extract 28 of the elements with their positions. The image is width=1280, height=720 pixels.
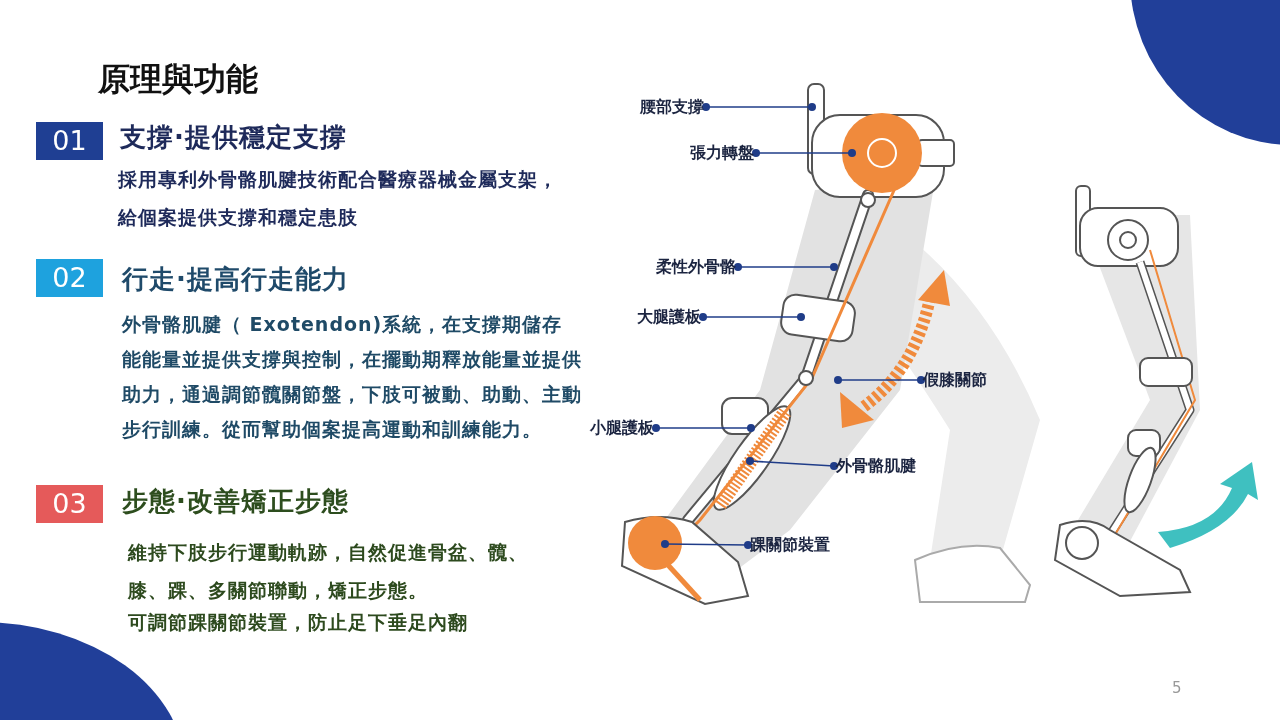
leader-line — [702, 103, 816, 111]
body-text: 採用專利外骨骼肌腱技術配合醫療器械金屬支架，給個案提供支撐和穩定患肢 — [118, 167, 558, 230]
section-heading: 步態·改善矯正步態 — [122, 485, 350, 518]
section-heading: 支撐·提供穩定支撐 — [120, 121, 348, 154]
leader-line — [699, 313, 805, 321]
leader-line — [652, 424, 755, 432]
leader-line — [661, 540, 752, 549]
callout-label: 張力轉盤 — [690, 141, 754, 165]
title: 原理與功能 — [98, 59, 258, 100]
leader-line — [834, 376, 925, 384]
leader-line — [734, 263, 838, 271]
callout-label: 外骨骼肌腱 — [836, 454, 916, 478]
callout-label: 腰部支撐 — [640, 95, 704, 119]
number-badge: 03 — [36, 485, 103, 523]
number-badge: 02 — [36, 259, 103, 297]
body-text: 可調節踝關節裝置，防止足下垂足內翻 — [128, 610, 469, 635]
callout-label: 假膝關節 — [923, 368, 987, 392]
body-text: 外骨骼肌腱（ Exotendon)系統，在支撐期儲存能能量並提供支撐與控制，在擺動期釋放能量並提供助力，通過調節髖關節盤，下肢可被動、助動、主動步行訓練。從而幫助個案提高運動和訓練能力。 — [122, 312, 582, 442]
leader-line — [746, 457, 838, 470]
callout-label: 柔性外骨骼 — [656, 255, 736, 279]
number-badge: 01 — [36, 122, 103, 160]
callout-label: 踝關節裝置 — [750, 533, 830, 557]
section-heading: 行走·提高行走能力 — [122, 263, 350, 296]
callout-label: 小腿護板 — [590, 416, 654, 440]
page-number: 5 — [1172, 678, 1184, 699]
leader-line — [752, 149, 856, 157]
callout-label: 大腿護板 — [637, 305, 701, 329]
body-text: 維持下肢步行運動軌跡，自然促進骨盆、髖、膝、踝、多關節聯動，矯正步態。 — [128, 540, 529, 603]
